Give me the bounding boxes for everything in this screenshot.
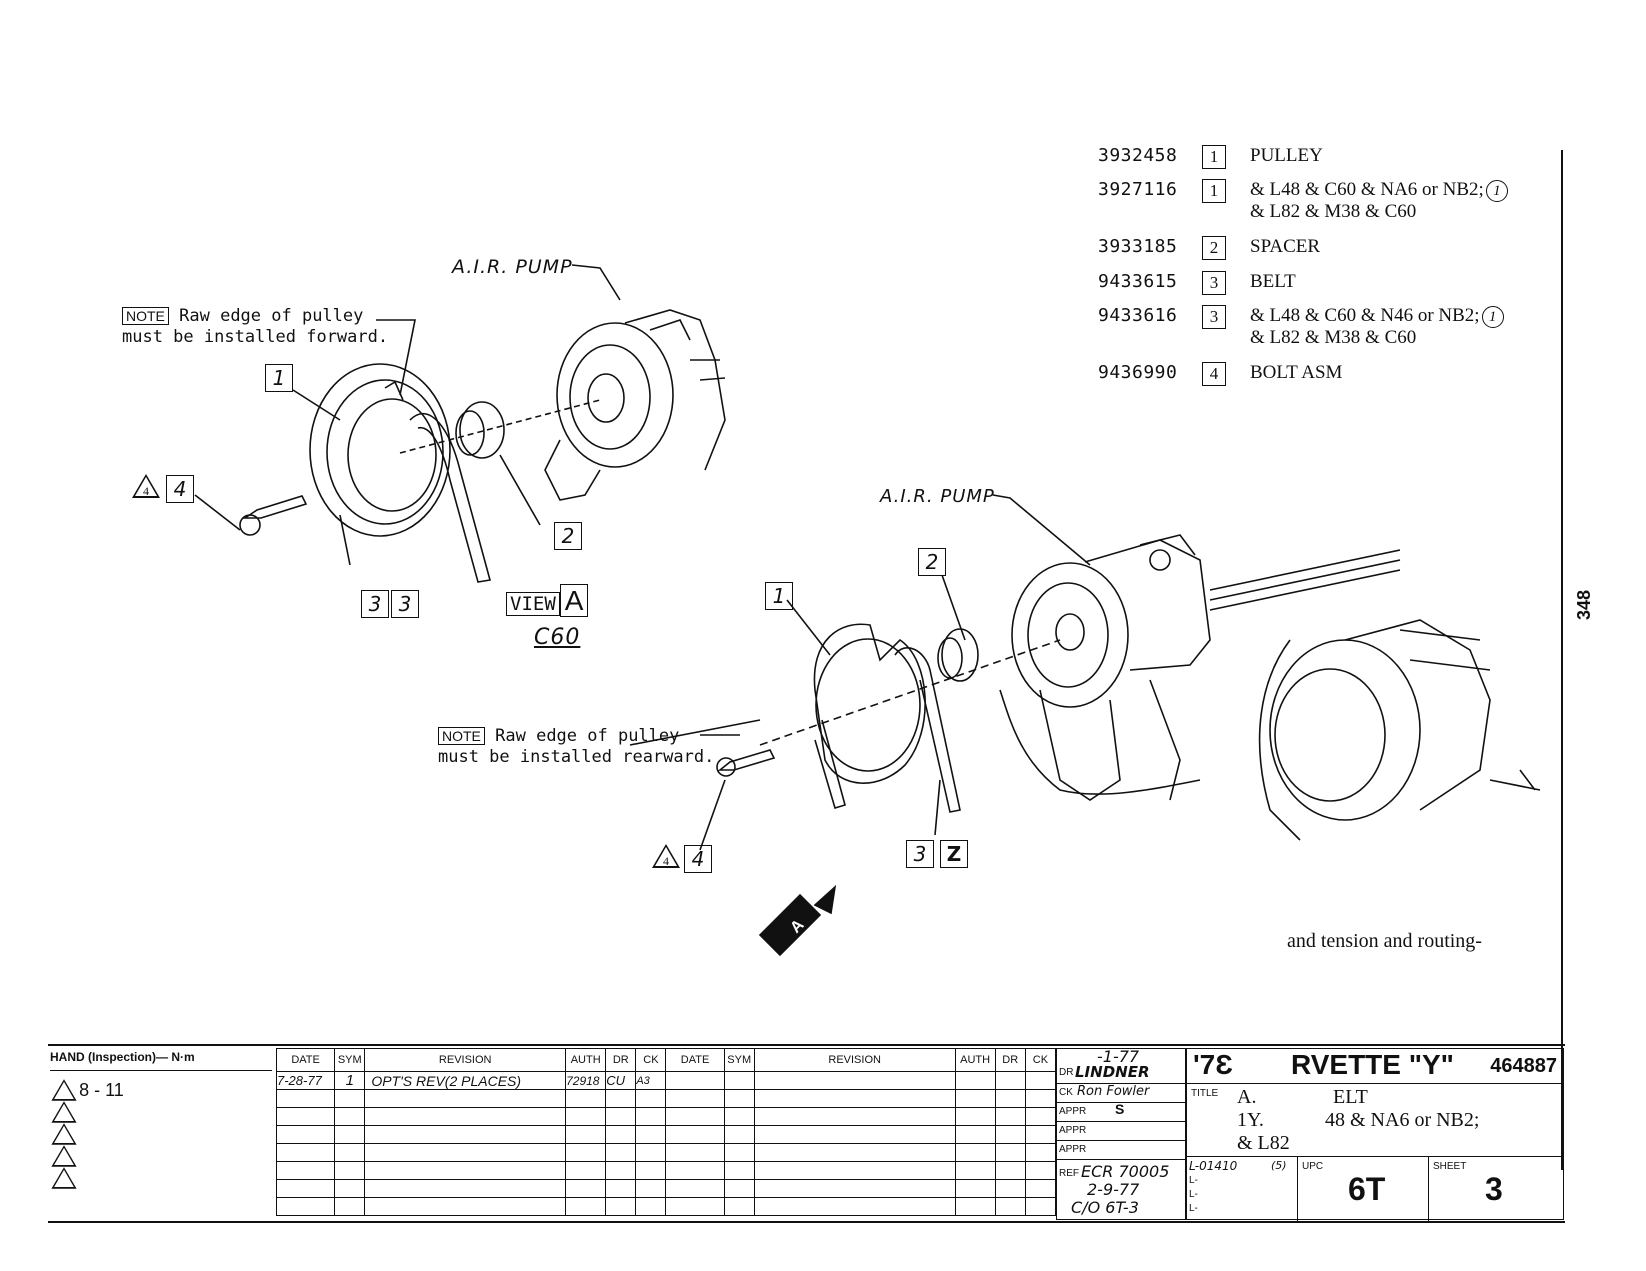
torque-row: 3 bbox=[50, 1123, 272, 1145]
note-circle: 1 bbox=[1485, 179, 1508, 202]
callout-4: 4 bbox=[166, 475, 194, 503]
part-description-line2: & L82 & M38 & C60 bbox=[1250, 201, 1417, 222]
triangle-icon bbox=[51, 1145, 77, 1167]
col-header: CK bbox=[1024, 1048, 1057, 1072]
approvals-block: DR -1-77 LINDNER CK Ron Fowler APPR S AP… bbox=[1056, 1047, 1186, 1220]
title-row: TITLE A. ELT 1Y. 48 & NA6 or NB2; & L82 bbox=[1187, 1084, 1563, 1157]
col-header: REVISION bbox=[753, 1048, 956, 1072]
view-word: VIEW bbox=[506, 592, 560, 616]
item-index: 2 bbox=[1202, 236, 1226, 260]
torque-row: 4 bbox=[50, 1145, 272, 1167]
part-number: 9433615 bbox=[1098, 271, 1178, 292]
callout-3a: 3 bbox=[361, 590, 389, 618]
l-numbers-cell: L-01410 (5) L- L- L- bbox=[1187, 1157, 1298, 1221]
triangle-icon bbox=[652, 844, 680, 868]
note-tag: NOTE bbox=[122, 307, 169, 325]
model-right: RVETTE "Y" bbox=[1291, 1049, 1454, 1080]
col-header: DATE bbox=[665, 1048, 725, 1072]
col-header: DR bbox=[605, 1048, 637, 1072]
part-number: 3927116 bbox=[1098, 179, 1178, 200]
ck-cell: CK Ron Fowler bbox=[1057, 1084, 1185, 1103]
part-description: & L48 & C60 & N46 or NB2;1 bbox=[1250, 305, 1504, 328]
air-pump-label-main: A.I.R. PUMP bbox=[880, 486, 995, 507]
item-index: 1 bbox=[1202, 179, 1226, 203]
appr3-cell: APPR bbox=[1057, 1141, 1185, 1160]
callout-3b: 3 bbox=[391, 590, 419, 618]
item-index: 3 bbox=[1202, 305, 1226, 329]
triangle-icon bbox=[51, 1101, 77, 1123]
triangle-icon bbox=[132, 474, 160, 498]
drawing-number: 464887 bbox=[1490, 1055, 1557, 1077]
part-description: BELT bbox=[1250, 271, 1296, 292]
part-number: 3933185 bbox=[1098, 236, 1178, 257]
callout-1: 1 bbox=[265, 364, 293, 392]
note-tag: NOTE bbox=[438, 727, 485, 745]
torque-row: 2 bbox=[50, 1101, 272, 1123]
view-sub: C60 bbox=[534, 625, 581, 650]
ref-cell: REF ECR 70005 2-9-77 C/O 6T-3 bbox=[1059, 1162, 1170, 1217]
col-header: REVISION bbox=[364, 1048, 567, 1072]
air-pump-label: A.I.R. PUMP bbox=[452, 256, 573, 278]
note-circle: 1 bbox=[1481, 305, 1504, 328]
part-description: PULLEY bbox=[1250, 145, 1323, 166]
revision-header-row: DATE SYM REVISION AUTH DR CK DATE SYM RE… bbox=[275, 1048, 1057, 1072]
part-description: SPACER bbox=[1250, 236, 1321, 257]
model-left: '7Ɛ bbox=[1193, 1049, 1233, 1080]
part-description: & L48 & C60 & NA6 or NB2;1 bbox=[1250, 179, 1508, 202]
dr-cell: DR -1-77 LINDNER bbox=[1057, 1047, 1185, 1084]
callout-2: 2 bbox=[554, 522, 582, 550]
part-description: BOLT ASM bbox=[1250, 362, 1343, 383]
triangle-icon bbox=[51, 1079, 77, 1101]
torque-row: 5 bbox=[50, 1167, 272, 1189]
triangle-icon bbox=[51, 1167, 77, 1189]
item-index: 4 bbox=[1202, 362, 1226, 386]
part-description-line2: & L82 & M38 & C60 bbox=[1250, 327, 1417, 348]
torque-table: HAND (Inspection)— N·m 1 8 - 11 2 3 4 5 bbox=[50, 1050, 272, 1189]
callout-4-main-group: 4 bbox=[652, 844, 680, 873]
bottom-row: L-01410 (5) L- L- L- UPC 6T SHEET 3 bbox=[1187, 1157, 1563, 1221]
col-header: DATE bbox=[275, 1048, 336, 1072]
part-number: 9433616 bbox=[1098, 305, 1178, 326]
sheet-cell: SHEET 3 bbox=[1433, 1161, 1503, 1207]
col-header: CK bbox=[635, 1048, 667, 1072]
torque-header: HAND (Inspection)— N·m bbox=[50, 1050, 272, 1071]
torque-row: 1 8 - 11 bbox=[50, 1079, 272, 1101]
upc-cell: UPC 6T bbox=[1298, 1157, 1429, 1221]
model-row: '7Ɛ RVETTE "Y" 464887 bbox=[1187, 1049, 1563, 1084]
callout-z: Z bbox=[940, 840, 968, 868]
revision-table: DATE SYM REVISION AUTH DR CK DATE SYM RE… bbox=[275, 1048, 1057, 1216]
view-letter: A bbox=[559, 584, 589, 617]
col-header: AUTH bbox=[954, 1048, 996, 1072]
side-note: and tension and routing- bbox=[1287, 930, 1482, 952]
revision-row: 7-28-77 1 OPT'S REV(2 PLACES) 72918 CU A… bbox=[275, 1071, 1057, 1090]
col-header: AUTH bbox=[565, 1048, 607, 1072]
callout-2-main: 2 bbox=[918, 548, 946, 576]
note-rearward: NOTE Raw edge of pulley must be installe… bbox=[438, 726, 715, 767]
col-header: DR bbox=[994, 1048, 1026, 1072]
title-area: '7Ɛ RVETTE "Y" 464887 TITLE A. ELT 1Y. 4… bbox=[1186, 1048, 1564, 1221]
item-index: 3 bbox=[1202, 271, 1226, 295]
col-header: SYM bbox=[334, 1048, 366, 1072]
callout-1-main: 1 bbox=[765, 582, 793, 610]
appr-cell: APPR S bbox=[1057, 1101, 1185, 1122]
part-number: 9436990 bbox=[1098, 362, 1178, 383]
item-index: 1 bbox=[1202, 145, 1226, 169]
col-header: SYM bbox=[723, 1048, 755, 1072]
callout-4-main: 4 bbox=[684, 845, 712, 873]
page-number: 348 bbox=[1574, 589, 1594, 620]
appr2-cell: APPR bbox=[1057, 1122, 1185, 1141]
callout-3-main: 3 bbox=[906, 840, 934, 868]
callout-4-group: 4 bbox=[132, 474, 160, 503]
triangle-icon bbox=[51, 1123, 77, 1145]
part-number: 3932458 bbox=[1098, 145, 1178, 166]
note-forward: NOTE Raw edge of pulley must be installe… bbox=[122, 306, 389, 347]
